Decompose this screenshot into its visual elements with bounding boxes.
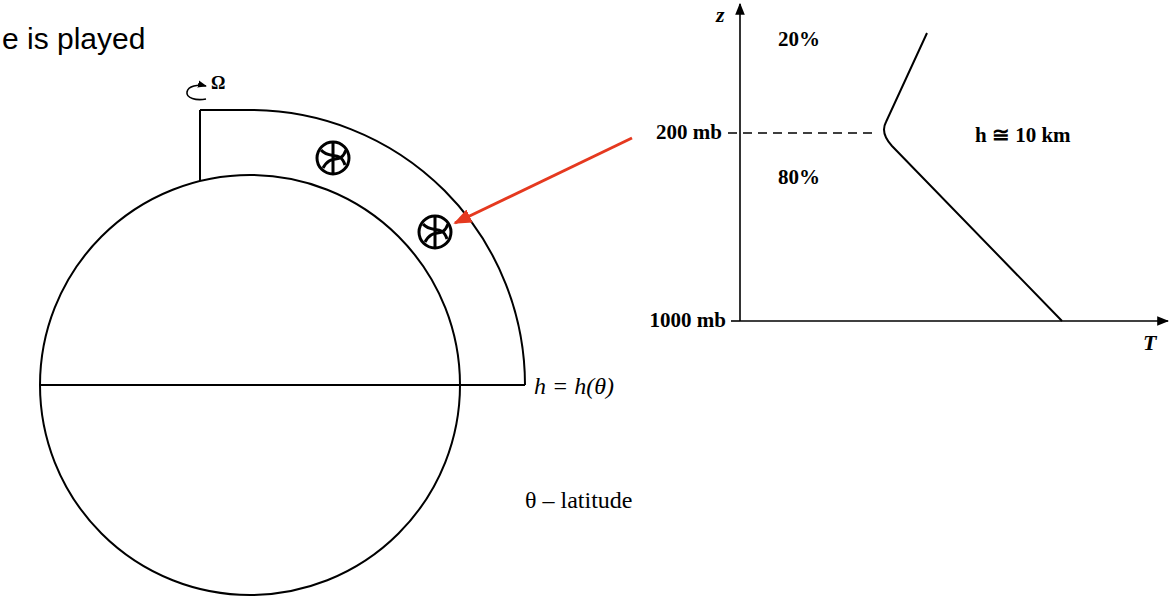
- rotation-symbol: Ω: [211, 74, 225, 94]
- temperature-profile-plot: [728, 4, 1168, 321]
- tropopause-dash: [728, 132, 878, 134]
- percent-label: 20%: [778, 28, 820, 51]
- temperature-profile: [884, 33, 1062, 321]
- height-label: h ≅ 10 km: [975, 124, 1071, 147]
- percent-label: 80%: [778, 166, 820, 189]
- z-axis: [739, 4, 741, 321]
- tick: [731, 320, 740, 322]
- equator-line: [40, 384, 525, 386]
- axis-label: z: [716, 3, 725, 27]
- height-function-label: h = h(θ): [534, 373, 614, 399]
- rotation-arrow: [187, 85, 206, 99]
- atmosphere-top: [200, 109, 250, 111]
- pointer-arrow: [455, 138, 632, 223]
- pressure-label: 200 mb: [656, 121, 722, 144]
- axis-label: T: [1143, 331, 1156, 355]
- rotation-axis: [199, 110, 201, 181]
- pressure-label: 1000 mb: [650, 309, 726, 332]
- latitude-note: θ – latitude: [525, 487, 632, 513]
- eddy-symbol: [317, 142, 349, 174]
- earth-figure: [40, 85, 525, 595]
- atmosphere-arc: [250, 110, 525, 385]
- eddy-symbol: [419, 216, 451, 248]
- t-axis: [740, 320, 1168, 322]
- heading-fragment: e is played: [2, 22, 145, 55]
